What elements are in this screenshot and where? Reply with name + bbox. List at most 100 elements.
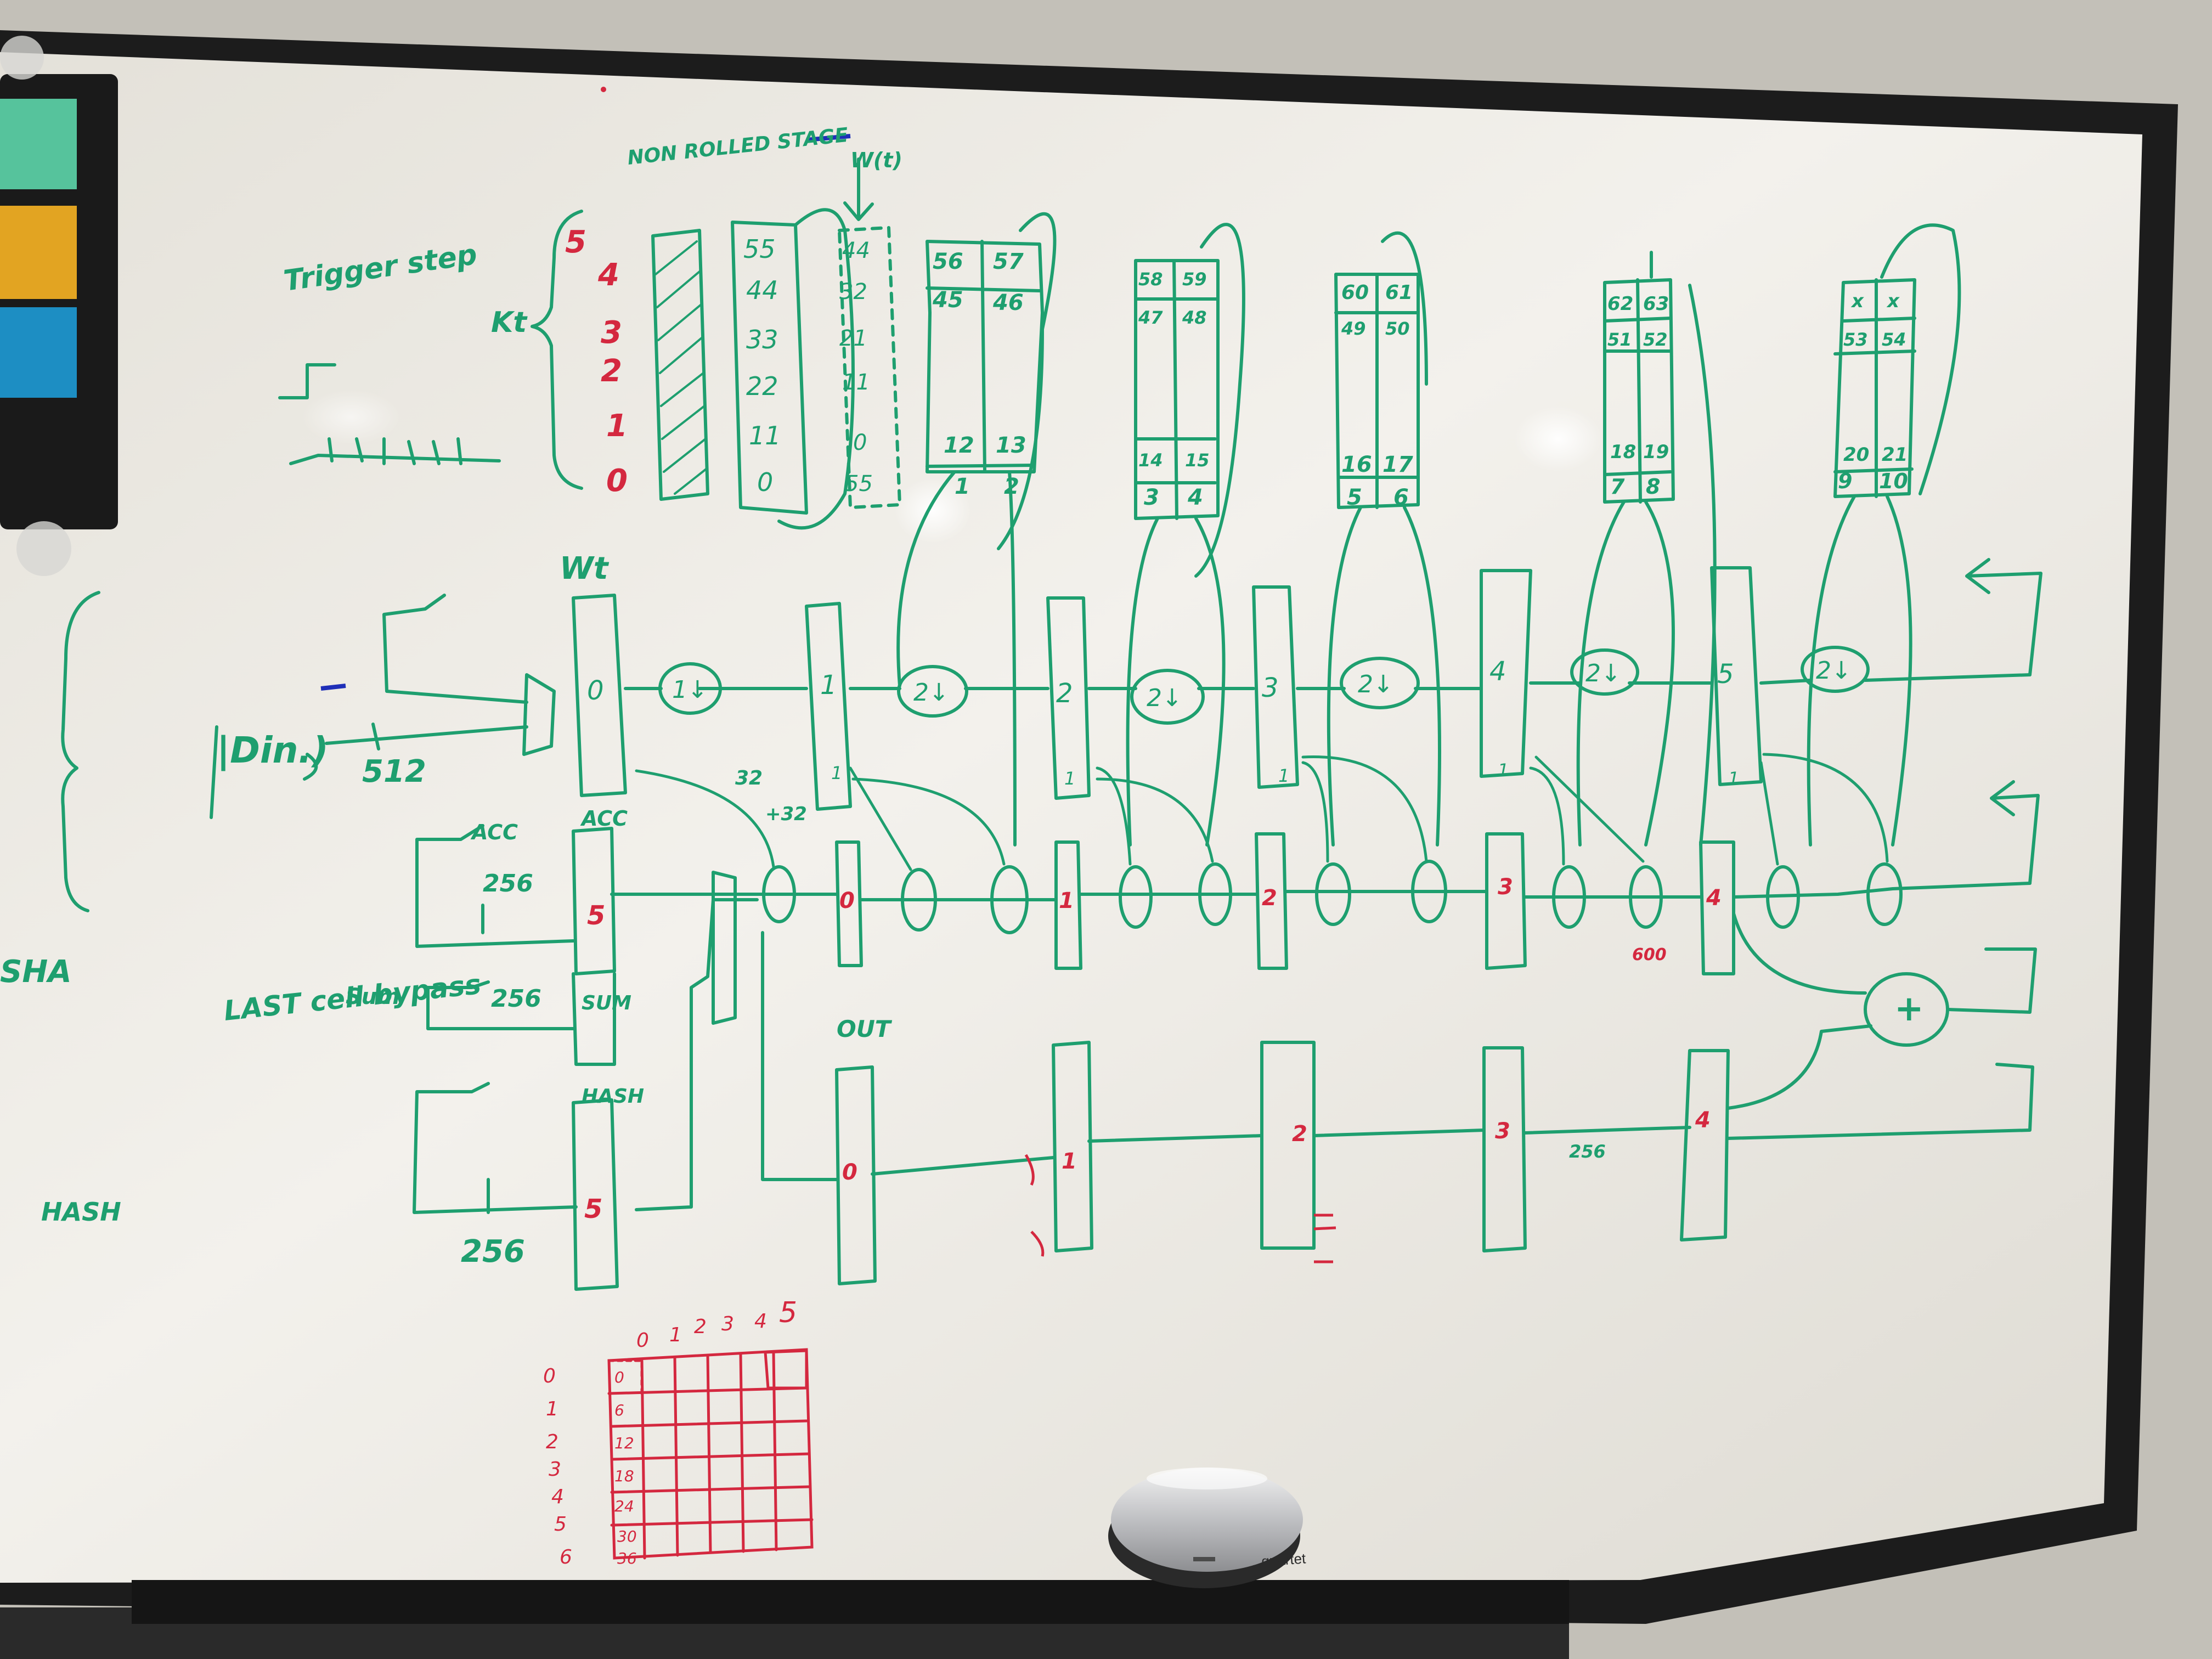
hash-left-label: HASH — [41, 1197, 121, 1227]
block-value: x — [1886, 290, 1900, 312]
op-label: 2↓ — [1147, 684, 1182, 712]
trigger-bracket — [382, 594, 528, 704]
out-cell-num: 3 — [1495, 1119, 1510, 1144]
acc-ovals — [762, 860, 1903, 934]
block-value: 2 — [1004, 474, 1019, 499]
acc-right-label: ACC — [580, 806, 628, 831]
block-value: 9 — [1838, 469, 1852, 493]
acc-row-boxes — [572, 827, 1735, 975]
grid-col-label: 3 — [721, 1313, 734, 1335]
red-flourish — [1024, 1154, 1336, 1263]
block-value: 59 — [1182, 269, 1207, 290]
block-value: 4 — [1187, 485, 1203, 510]
kt-col2-dashed — [838, 226, 901, 509]
sha-label: SHA — [0, 954, 72, 990]
kt-col2-value: 11 — [842, 370, 870, 395]
acc-bracket — [415, 824, 575, 948]
wt-bottom-num: 1 — [1278, 765, 1289, 786]
block-value: 3 — [1144, 485, 1159, 510]
block-value: 60 — [1341, 281, 1369, 304]
grid-row-label: 2 — [546, 1431, 558, 1453]
hash-right-label: HASH — [582, 1085, 644, 1108]
magnet-teal — [0, 99, 77, 189]
label-512: 512 — [362, 754, 426, 789]
block-value: 21 — [1882, 444, 1908, 466]
kt-col2-value: 55 — [845, 471, 873, 496]
suction-cup — [0, 36, 44, 80]
wt-bottom-num: 1 — [831, 763, 842, 783]
green-ink-diagram — [61, 157, 2042, 1291]
left-brace — [61, 591, 100, 912]
suction-cup — [16, 521, 71, 576]
kt-col1-value: 22 — [746, 371, 778, 401]
block-value: 52 — [1643, 329, 1668, 350]
block-value: 54 — [1882, 329, 1906, 350]
magnet-yellow — [0, 206, 77, 299]
kt-col1-box — [731, 221, 808, 515]
out-row-boxes — [835, 1041, 1730, 1285]
op-label: 2↓ — [1585, 659, 1621, 687]
wt-cell-num: 0 — [587, 675, 604, 706]
wt-cell-num: 4 — [1489, 656, 1506, 687]
grid-row-label: 6 — [560, 1546, 572, 1568]
feed-lines — [635, 753, 1889, 871]
grid-col-label: 5 — [779, 1296, 797, 1329]
acc-cell-num: 3 — [1498, 874, 1513, 900]
wt-cell-num: 5 — [1717, 659, 1734, 690]
block-value: 7 — [1610, 475, 1625, 499]
op-circle — [1340, 657, 1420, 709]
acc-cell-num: 2 — [1262, 885, 1277, 911]
kt-label: Kt — [491, 306, 528, 339]
block-value: 47 — [1138, 307, 1163, 328]
label-256-d: 256 — [1569, 1141, 1606, 1162]
grid-col-label: 0 — [636, 1329, 649, 1352]
blue-mark — [806, 134, 851, 142]
glare-spot — [302, 390, 400, 444]
block-value: 19 — [1643, 441, 1669, 463]
block-value: 62 — [1607, 293, 1633, 315]
grid-cell-value: 24 — [614, 1497, 634, 1515]
input-arrow — [522, 673, 556, 756]
wt-cell-num: 1 — [820, 670, 837, 701]
grid-cell-value: 18 — [614, 1467, 634, 1485]
label-600: 600 — [1632, 945, 1667, 964]
acc-row-line — [610, 882, 2032, 901]
kt-brace — [531, 210, 583, 490]
wt-bottom-num: 1 — [1064, 768, 1075, 789]
block-value: 17 — [1383, 452, 1413, 477]
eraser-brand: quartet — [1261, 1550, 1307, 1570]
label-256-c: 256 — [461, 1234, 525, 1269]
din-line — [325, 723, 528, 751]
blue-mark — [320, 684, 346, 691]
grid-row-label: 3 — [549, 1458, 561, 1481]
out-label: OUT — [837, 1015, 893, 1042]
block-value: 50 — [1385, 318, 1410, 339]
right-return-2 — [1990, 780, 2040, 885]
kt-red-value: 1 — [606, 408, 628, 444]
din-close — [303, 753, 318, 781]
right-return — [1965, 558, 2042, 676]
out-cell-num: 2 — [1292, 1121, 1307, 1147]
sum-label: Sum — [346, 984, 400, 1009]
kt-red-value: 4 — [597, 257, 619, 293]
mux — [712, 871, 737, 1025]
grid-cell-value: 30 — [617, 1527, 637, 1545]
hatched-column — [651, 229, 709, 501]
grid-row-label: 5 — [554, 1513, 567, 1536]
wt-cell-num: 3 — [1262, 673, 1279, 703]
pulse-train — [289, 437, 501, 465]
block-value: 49 — [1341, 318, 1366, 339]
kt-col1-value: 11 — [749, 421, 781, 450]
grid-cell-value: 12 — [614, 1434, 634, 1452]
kt-col1-value: 0 — [757, 467, 773, 497]
op-circle — [658, 662, 722, 715]
trigger-step-shape — [278, 363, 336, 399]
block-value: 10 — [1879, 469, 1908, 493]
acc-cell-num: 4 — [1706, 885, 1722, 911]
op-label: 1↓ — [672, 676, 708, 704]
kt-red-value: 2 — [601, 353, 622, 389]
grid-cell-value: 0 — [614, 1368, 624, 1386]
grid-cell-value: 6 — [614, 1401, 624, 1419]
op-label: 2↓ — [913, 679, 949, 707]
